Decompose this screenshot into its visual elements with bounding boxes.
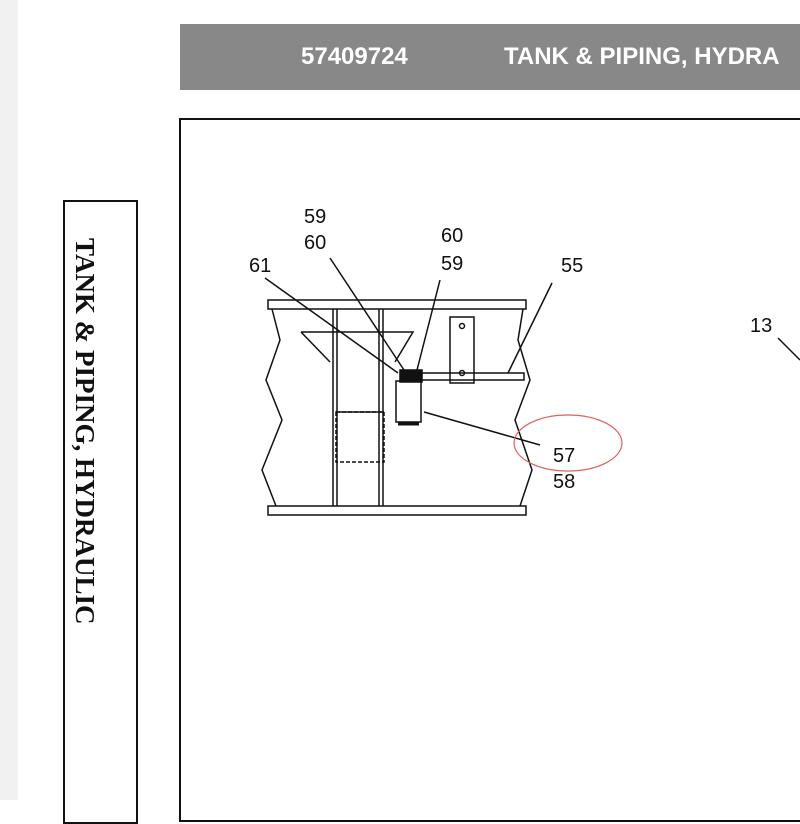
callout-13: 13 (750, 315, 772, 337)
top-rail (267, 299, 527, 310)
callout-59: 59 (441, 253, 463, 275)
callout-55: 55 (561, 255, 583, 277)
parts-diagram: 59 60 61 60 59 55 13 57 58 (249, 206, 800, 516)
part-number: 57409724 (301, 43, 408, 70)
break-line-right (514, 308, 533, 507)
header-title: TANK & PIPING, HYDRA (504, 43, 780, 70)
callout-59: 59 (304, 206, 326, 228)
bottom-rail (267, 505, 527, 516)
leader-lines (264, 257, 800, 446)
callout-58: 58 (553, 471, 575, 493)
break-line-left (261, 308, 283, 507)
callout-57: 57 (553, 445, 575, 467)
callout-61: 61 (249, 255, 271, 277)
frame-section (261, 299, 533, 516)
callout-60: 60 (441, 225, 463, 247)
page-margin (0, 0, 18, 800)
callout-60: 60 (304, 232, 326, 254)
highlight-circle (513, 414, 623, 472)
page-header: 57409724 TANK & PIPING, HYDRA (180, 24, 800, 90)
